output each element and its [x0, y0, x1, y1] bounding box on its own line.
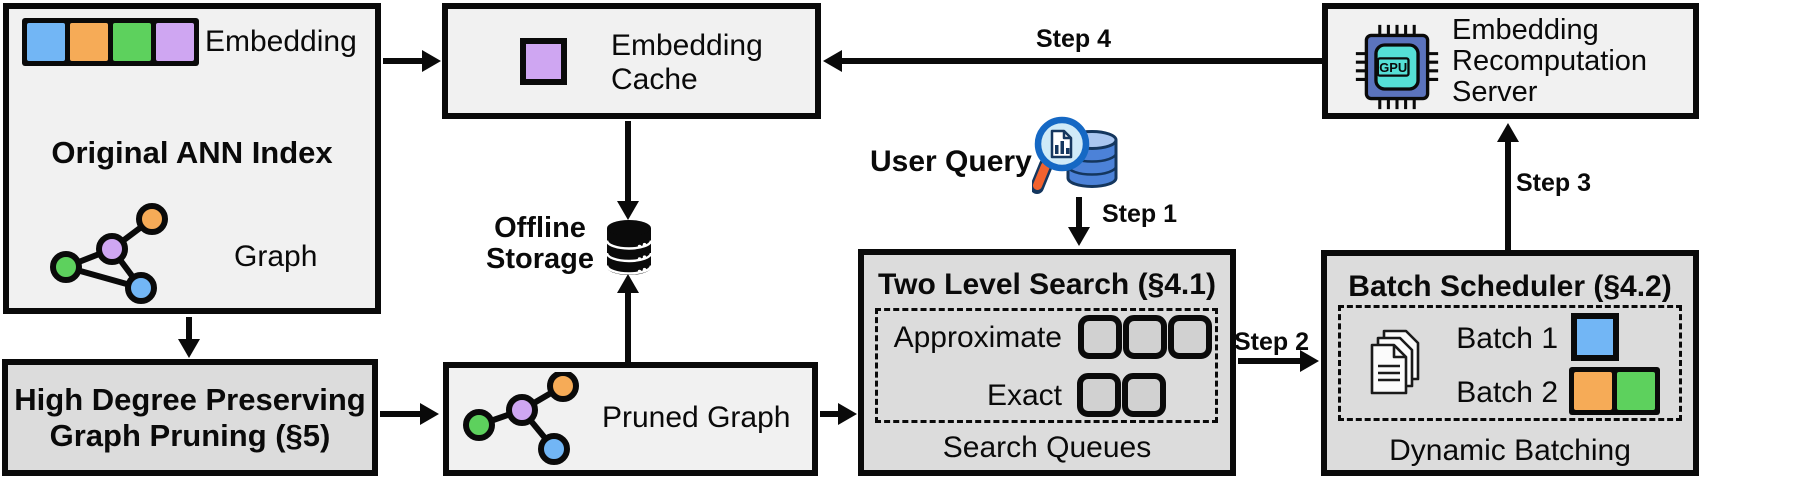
arrow-pruning-to-pruned-head — [420, 403, 439, 425]
arrow-pruned-to-storage-line — [625, 292, 631, 362]
user-query-icon — [1032, 116, 1118, 194]
exact-queue-slots — [1077, 373, 1166, 417]
offline-storage-database-icon — [605, 220, 653, 275]
graph-pruning-title-line1: High Degree Preserving — [14, 381, 366, 417]
original-ann-index-title: Original ANN Index — [51, 135, 333, 170]
batch1-query-square — [1571, 313, 1619, 361]
arrow-step1-head — [1068, 227, 1090, 246]
step2-label: Step 2 — [1234, 328, 1310, 356]
approximate-queue-slots — [1078, 315, 1212, 359]
batch2-square-green — [1617, 372, 1655, 410]
offline-storage-line2: Storage — [486, 243, 594, 275]
arrow-step1-line — [1076, 197, 1082, 228]
embedding-cell-orange — [70, 23, 108, 61]
batch1-label: Batch 1 — [1456, 322, 1558, 355]
batch2-query-squares — [1569, 367, 1660, 415]
batch2-square-orange — [1574, 372, 1612, 410]
graph-pruning-title-line2: Graph Pruning (§5) — [49, 417, 331, 453]
batch-scheduler-title: Batch Scheduler (§4.2) — [1348, 270, 1672, 303]
exact-label: Exact — [986, 379, 1062, 412]
arrow-step3-head — [1497, 123, 1519, 142]
arrow-index-to-pruning-head — [178, 339, 200, 358]
step3-label: Step 3 — [1516, 169, 1592, 197]
gpu-icon-label: GPU — [1379, 60, 1407, 75]
recompute-server-line1: Embedding — [1452, 14, 1599, 46]
recompute-server-line2: Recomputation — [1452, 45, 1648, 77]
arrow-step3-line — [1505, 141, 1511, 250]
approximate-label: Approximate — [893, 321, 1062, 354]
offline-storage-line1: Offline — [494, 212, 586, 244]
arrow-index-to-cache-head — [422, 50, 441, 72]
queue-slot — [1078, 315, 1122, 359]
search-queues-dashed-box: Approximate Exact — [875, 308, 1218, 423]
embedding-cell-green — [113, 23, 151, 61]
recompute-server-line3: Server — [1452, 76, 1538, 108]
dynamic-batching-dashed-box: Batch 1 Batch 2 — [1338, 305, 1682, 421]
search-queues-footer: Search Queues — [942, 431, 1152, 464]
arrow-pruned-to-search-line — [820, 411, 840, 417]
queue-slot — [1122, 373, 1166, 417]
graph-label: Graph — [234, 240, 318, 273]
gpu-chip-icon: GPU — [1355, 24, 1439, 110]
embedding-label: Embedding — [205, 25, 357, 58]
cached-embedding-square — [520, 38, 567, 85]
dynamic-batching-footer: Dynamic Batching — [1389, 434, 1631, 467]
arrow-cache-to-storage-head — [617, 201, 639, 220]
embedding-cache-box: Embedding Cache — [442, 3, 821, 119]
queue-slot — [1123, 315, 1167, 359]
arrow-index-to-pruning-line — [186, 317, 192, 339]
graph-pruning-box: High Degree Preserving Graph Pruning (§5… — [2, 359, 378, 476]
queue-slot — [1168, 315, 1212, 359]
arrow-pruning-to-pruned-line — [380, 411, 422, 417]
batch-scheduler-box: Batch Scheduler (§4.2) Batch 1 Batch 2 — [1321, 250, 1699, 476]
two-level-search-box: Two Level Search (§4.1) Approximate Exac… — [858, 249, 1236, 476]
user-query-label: User Query — [870, 145, 1032, 178]
arrow-step4-head — [823, 50, 842, 72]
queue-slot — [1077, 373, 1121, 417]
embedding-cell-blue — [27, 23, 65, 61]
arrow-step2-head — [1300, 350, 1319, 372]
step1-label: Step 1 — [1102, 200, 1178, 228]
embedding-vector-strip — [22, 18, 199, 66]
pruned-graph-label: Pruned Graph — [602, 401, 791, 434]
pruned-graph-icon — [463, 372, 579, 465]
embedding-cell-purple — [156, 23, 194, 61]
two-level-search-title: Two Level Search (§4.1) — [878, 268, 1216, 301]
embedding-cache-title-line1: Embedding — [611, 29, 763, 62]
batch2-label: Batch 2 — [1456, 376, 1558, 409]
arrow-pruned-to-search-head — [838, 403, 857, 425]
arrow-step4-line — [841, 58, 1322, 64]
ann-graph-icon — [50, 203, 168, 304]
query-documents-icon — [1370, 329, 1420, 395]
arrow-index-to-cache-line — [383, 58, 424, 64]
arrow-cache-to-storage-line — [625, 121, 631, 201]
step4-label: Step 4 — [1036, 25, 1112, 53]
embedding-recomputation-server-box: GPU Embedding Recomputation Server — [1322, 3, 1699, 119]
arrow-pruned-to-storage-head — [617, 274, 639, 293]
original-ann-index-box: Embedding Original ANN Index Graph — [3, 3, 381, 314]
arrow-step2-line — [1238, 358, 1302, 364]
embedding-cache-title-line2: Cache — [611, 63, 698, 96]
pruned-graph-box: Pruned Graph — [443, 362, 818, 476]
